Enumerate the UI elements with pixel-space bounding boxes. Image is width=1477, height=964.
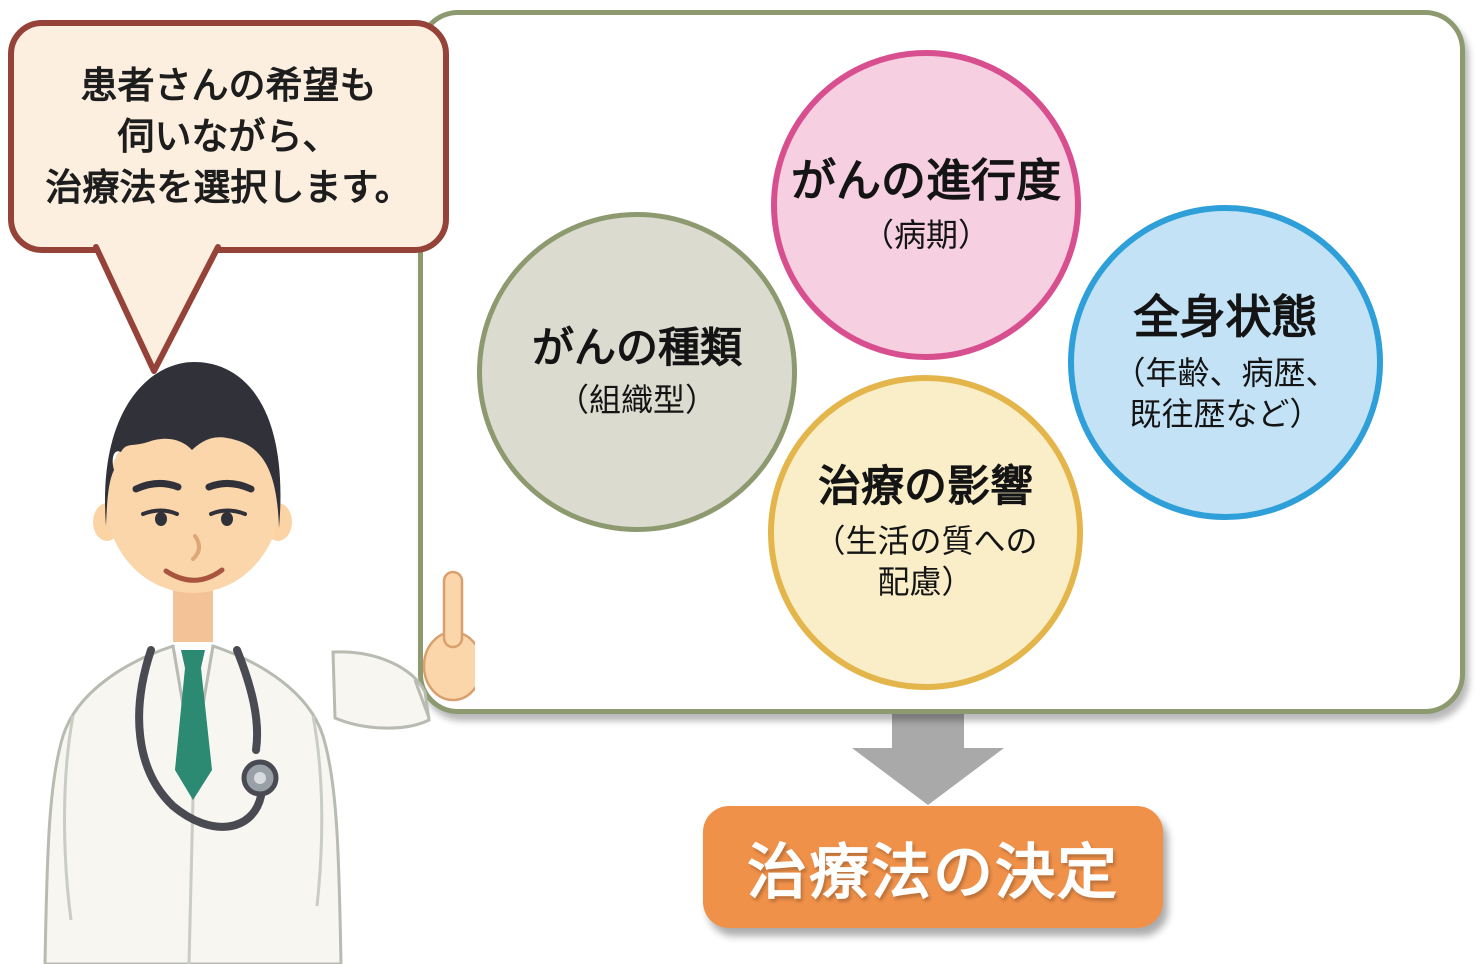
down-arrow-icon [852,710,1004,805]
factor-subtitle: 配慮） [877,563,974,602]
speech-bubble-line-2: 伺いながら、 [117,114,340,158]
treatment-decision-label: 治療法の決定 [747,837,1119,908]
factor-circle-cancer-type: がんの種類 （組織型） [477,212,797,532]
factor-title: がんの進行度 [790,154,1061,208]
stethoscope-icon [135,646,265,831]
doctor-tie [181,650,205,668]
pointing-finger [442,570,464,649]
factor-subtitle: （生活の質への [813,521,1038,560]
speech-bubble-line-1: 患者さんの希望も [80,63,377,107]
factor-subtitle: （組織型） [556,381,717,420]
factor-circle-cancer-stage: がんの進行度 （病期） [771,50,1081,360]
factor-subtitle: （年齢、病歴、 [1113,353,1338,392]
speech-bubble-tail [93,244,221,374]
factor-subtitle: 既往歴など） [1129,395,1322,434]
treatment-decision-banner: 治療法の決定 [703,806,1163,928]
factor-title: 治療の影響 [818,462,1033,513]
speech-bubble-line-3: 治療法を選択します。 [45,166,412,210]
doctor-illustration [43,362,475,964]
factor-circle-general-condition: 全身状態 （年齢、病歴、 既往歴など） [1068,205,1383,520]
doctor-hair [105,362,281,528]
factor-title: がんの種類 [531,322,742,372]
doctor-face [106,407,280,593]
doctor-arm [331,650,431,730]
factor-subtitle: （病期） [861,216,990,255]
factor-circle-treatment-impact: 治療の影響 （生活の質への 配慮） [768,375,1083,690]
factor-title: 全身状態 [1133,290,1318,345]
speech-bubble: 患者さんの希望も 伺いながら、 治療法を選択します。 [8,20,449,253]
